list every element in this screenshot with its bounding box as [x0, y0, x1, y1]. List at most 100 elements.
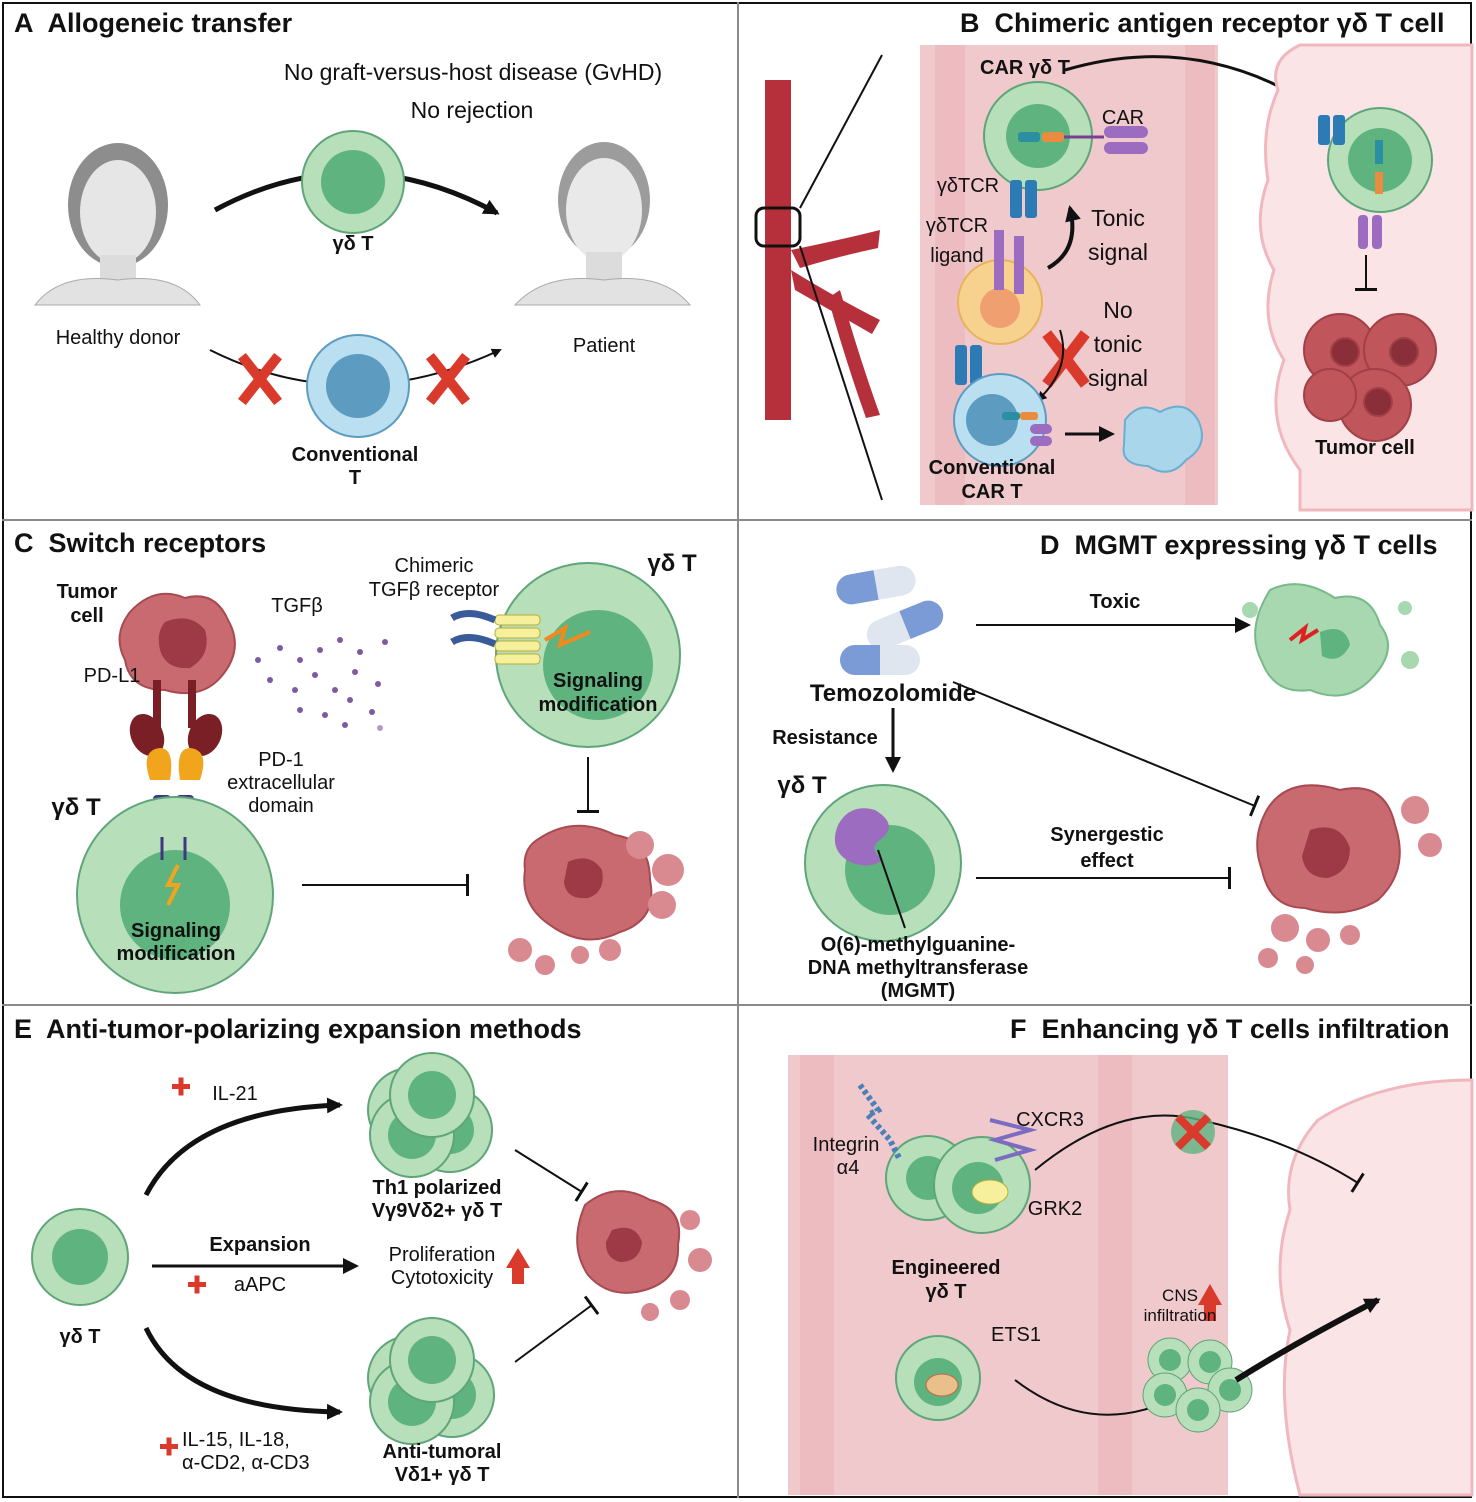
temozolomide-capsules [836, 565, 944, 675]
pd1-label-2: extracellular [227, 772, 335, 794]
conv-car-t-cell [953, 345, 1052, 467]
grk2-label: GRK2 [1027, 1198, 1083, 1220]
tonic-label-2: signal [1087, 239, 1149, 265]
signaling-label-right-2: modification [538, 694, 658, 716]
panel-c-title-text: Switch receptors [48, 528, 267, 558]
brain-tissue-f [1278, 1078, 1474, 1497]
divider-ab-cd [2, 519, 1472, 521]
no-rejection-label: No rejection [410, 97, 534, 123]
panel-a-title: A Allogeneic transfer [14, 8, 292, 39]
patient-icon [513, 142, 692, 306]
conv-car-label-2: CAR T [961, 481, 1023, 503]
cross-icon-right [425, 352, 471, 406]
no-tonic-arrow [1036, 329, 1065, 402]
cross-icon-b [1042, 330, 1090, 388]
expansion-label: Expansion [209, 1234, 311, 1256]
panel-b-title-text: Chimeric antigen receptor γδ T cell [994, 8, 1445, 38]
panel-c-title: C Switch receptors [14, 528, 266, 559]
panel-b-title: B Chimeric antigen receptor γδ T cell [960, 8, 1445, 39]
infiltrating-cluster [1142, 1337, 1253, 1433]
gdt-cell-c-right [450, 562, 681, 813]
conv-t-cell-a [306, 334, 410, 438]
temozolomide-label: Temozolomide [809, 680, 977, 707]
engineered-cells [857, 1083, 1038, 1234]
integrin-label-1: Integrin [812, 1134, 880, 1156]
tumor-cell-label-b: Tumor cell [1315, 437, 1415, 459]
vd1-cell-cluster [367, 1317, 495, 1445]
gdt-label-c-left: γδ T [51, 794, 101, 821]
tumor-cluster-b [1303, 313, 1437, 442]
up-arrow-icon-f [1198, 1284, 1222, 1321]
integrin-label-2: α4 [836, 1157, 860, 1179]
toxic-label: Toxic [1089, 591, 1141, 613]
ets1-label: ETS1 [990, 1324, 1042, 1346]
gdt-cell-d [804, 784, 962, 942]
pdl1-label: PD-L1 [83, 665, 141, 687]
panel-a-title-text: Allogeneic transfer [47, 8, 293, 38]
vd1-inhibit-line [514, 1295, 600, 1363]
tumor-cell-d [1256, 784, 1442, 974]
car-gdt-label: CAR γδ T [980, 57, 1070, 79]
engineered-label-1: Engineered [891, 1257, 1001, 1279]
gdtcr-receptor [1010, 180, 1037, 218]
engineered-label-2: γδ T [925, 1281, 967, 1303]
proliferation-label: Proliferation [388, 1244, 496, 1266]
ligand-label-2: ligand [930, 245, 984, 267]
panel-f-title: F Enhancing γδ T cells infiltration [1010, 1014, 1449, 1045]
gdt-label-c-right: γδ T [647, 550, 697, 577]
anti-tumoral-label-1: Anti-tumoral [382, 1441, 502, 1463]
exhausted-cell [1122, 405, 1203, 473]
damaged-cell-d [1242, 583, 1419, 697]
blood-vessel [754, 54, 883, 501]
tonic-arrow [1046, 205, 1081, 270]
gdt-label-d: γδ T [777, 772, 827, 799]
pd1-label-3: domain [248, 795, 314, 817]
il21-label: IL-21 [212, 1083, 258, 1105]
cns-label-1: CNS [1162, 1286, 1198, 1305]
ets1-line [1014, 1379, 1151, 1416]
tmz-inhibit-line [952, 681, 1261, 817]
ets1-cell [895, 1335, 981, 1421]
tumor-cell-c-lysed [508, 824, 684, 975]
anti-tumoral-label-2: Vδ1+ γδ T [394, 1464, 490, 1486]
gdt-cell-c-left [76, 796, 274, 994]
tonic-label-1: Tonic [1091, 205, 1145, 231]
aapc-label: aAPC [233, 1274, 287, 1296]
tgfb-particles [255, 637, 388, 731]
panel-c-letter: C [14, 528, 34, 558]
no-tonic-label-2: tonic [1093, 331, 1143, 357]
il15-label-2: α-CD2, α-CD3 [182, 1452, 310, 1474]
chimeric-label-1: Chimeric [394, 555, 474, 577]
chimeric-label-2: TGFβ receptor [368, 579, 500, 601]
tumor-label-c-2: cell [70, 605, 104, 627]
cross-icon-f [1171, 1110, 1215, 1154]
divider-cd-ef [2, 1004, 1472, 1006]
gdt-cell-a [301, 130, 405, 234]
cns-label-2: infiltration [1143, 1306, 1217, 1325]
panel-d-letter: D [1040, 530, 1060, 560]
tgfb-label: TGFβ [271, 595, 323, 617]
panel-f-letter: F [1010, 1014, 1027, 1044]
infiltration-arrow [1234, 1297, 1381, 1383]
signaling-label-right-1: Signaling [553, 670, 643, 692]
mgmt-label-3: (MGMT) [880, 980, 956, 1002]
panel-f-title-text: Enhancing γδ T cells infiltration [1041, 1014, 1450, 1044]
conv-car-label-1: Conventional [928, 457, 1056, 479]
gdt-cell-e [31, 1208, 129, 1306]
th1-label-2: Vγ9Vδ2+ γδ T [371, 1200, 503, 1222]
mgmt-label-2: DNA methyltransferase [807, 957, 1029, 979]
cxcr3-label: CXCR3 [1016, 1109, 1084, 1131]
ligand-label-1: γδTCR [925, 215, 989, 237]
cytotoxicity-label: Cytotoxicity [390, 1267, 494, 1289]
il15-arrow [143, 1326, 343, 1420]
pd1-label-1: PD-1 [258, 749, 304, 771]
cross-icon-left [237, 352, 283, 406]
synergistic-label-1: Synergestic [1050, 824, 1164, 846]
gdt-label-a: γδ T [332, 233, 374, 255]
panel-d-title: D MGMT expressing γδ T cells [1040, 530, 1438, 561]
panel-b-letter: B [960, 8, 980, 38]
car-gdt-cell [983, 81, 1148, 191]
signaling-label-left-1: Signaling [131, 920, 221, 942]
panel-a-letter: A [14, 8, 34, 38]
